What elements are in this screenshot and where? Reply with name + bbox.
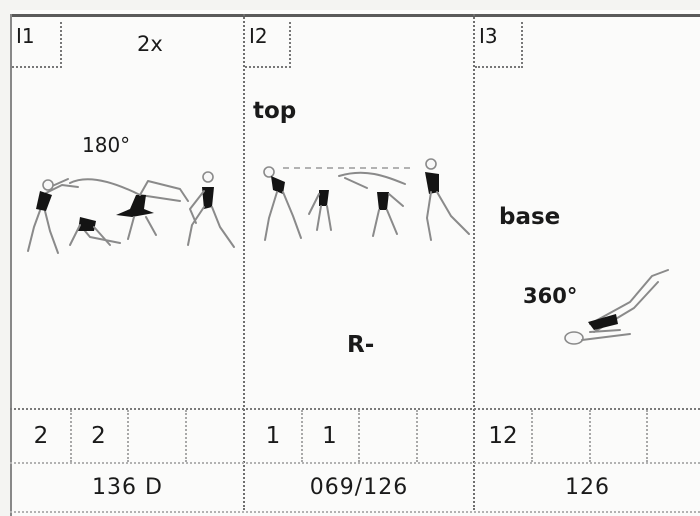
cell-divider (358, 410, 360, 462)
cell-divider (531, 410, 533, 462)
rotation-note: 180° (82, 133, 131, 157)
figure-head (263, 166, 275, 178)
values-row-top-line (10, 408, 700, 410)
value-cell: 1 (322, 423, 337, 449)
element-code: 069/126 (309, 475, 409, 500)
cell-divider (646, 410, 648, 462)
direction-note: R- (347, 332, 375, 358)
cell-divider (301, 410, 303, 462)
panel-id: I1 (12, 22, 62, 68)
cell-divider (70, 410, 72, 462)
value-cell (127, 411, 185, 461)
panel-divider (473, 14, 475, 510)
figure-torso (588, 314, 618, 330)
figure-limb (581, 329, 631, 341)
repeat-note: 2x (137, 32, 163, 56)
value-cell (589, 411, 646, 461)
figure-limb (27, 204, 59, 254)
figure-limb (308, 193, 332, 231)
value-cell (646, 411, 700, 461)
element-code: 136 D (92, 475, 163, 500)
figure-limb (69, 178, 181, 244)
sheet-left-border (10, 14, 12, 516)
figure-head (42, 179, 54, 191)
value-cell: 2 (91, 423, 106, 449)
value-cell (531, 411, 589, 461)
rotation-note: 360° (523, 284, 578, 308)
figure-head (564, 331, 584, 345)
role-note: top (253, 98, 297, 124)
cell-divider (185, 410, 187, 462)
figure-head (425, 158, 437, 170)
element-figure-i2 (263, 158, 470, 241)
cell-divider (416, 410, 418, 462)
value-cell (416, 411, 473, 461)
figure-torso (36, 191, 52, 211)
value-cell: 12 (488, 423, 518, 449)
panel-divider (243, 14, 245, 510)
value-cell (358, 411, 416, 461)
figure-limb (127, 180, 189, 240)
values-row-bottom-line (10, 462, 700, 464)
figure-torso (116, 195, 154, 217)
value-cell: 2 (33, 423, 49, 449)
figure-torso (319, 190, 329, 206)
element-figure-i3 (564, 269, 669, 345)
figure-torso (425, 172, 439, 194)
element-code: 126 (565, 475, 610, 500)
figure-limb (264, 191, 302, 241)
cell-divider (127, 410, 129, 462)
panel-id: I2 (245, 22, 291, 68)
value-cell: 1 (265, 423, 281, 449)
sheet-top-border (10, 14, 700, 17)
figure-limb (69, 224, 111, 246)
figure-limb (187, 190, 235, 248)
figure-torso (271, 176, 285, 194)
element-figure-i1 (27, 171, 235, 254)
cell-divider (589, 410, 591, 462)
panel-id: I3 (475, 22, 523, 68)
figure-head (202, 171, 214, 183)
figure-torso (202, 187, 214, 209)
role-note: base (499, 204, 561, 230)
routine-sheet (10, 10, 700, 516)
figure-torso (78, 217, 96, 231)
sheet-bottom-line (10, 511, 700, 513)
figure-torso (377, 192, 389, 210)
figure-limb (338, 171, 406, 189)
figure-limb (372, 193, 404, 237)
figure-limb (426, 191, 470, 241)
value-cell (185, 411, 243, 461)
